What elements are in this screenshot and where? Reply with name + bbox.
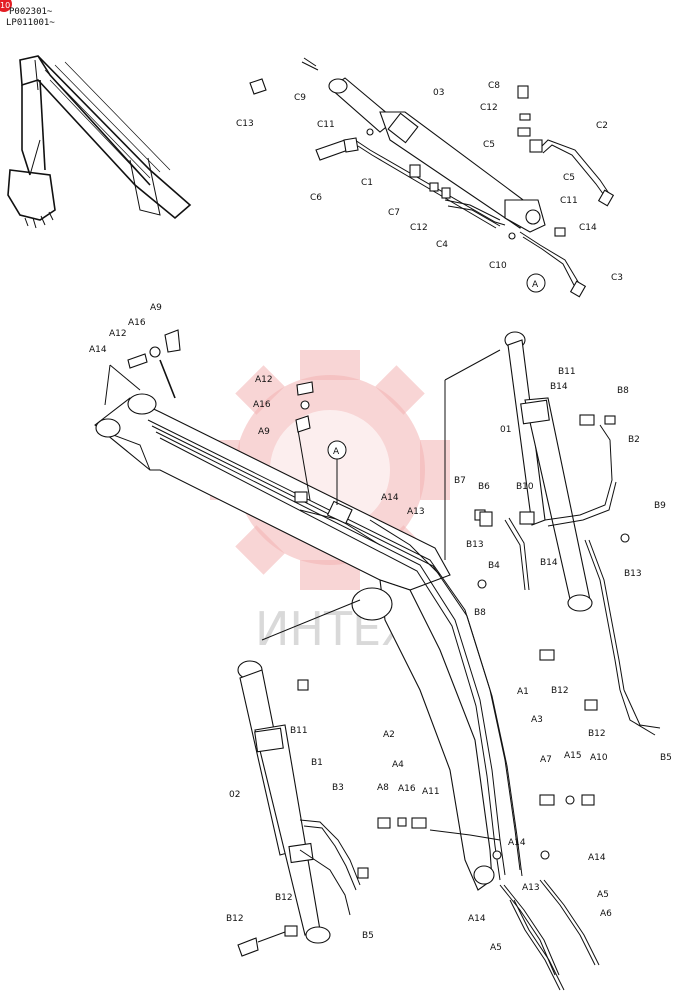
svg-text:A10: A10 [590,753,608,763]
svg-text:A13: A13 [407,507,425,517]
svg-text:01: 01 [500,425,511,435]
svg-text:B10: B10 [516,482,534,492]
svg-text:A12: A12 [109,329,127,339]
svg-text:C13: C13 [236,119,254,129]
part-labels-boom: A9 A16 A12 A14 A12 A16 A9 B11 B14 B8 01 … [89,303,672,953]
svg-text:A11: A11 [422,787,440,797]
svg-text:C7: C7 [388,208,400,218]
svg-text:A7: A7 [540,755,552,765]
svg-text:A8: A8 [377,783,389,793]
excavator-thumbnail [7,55,192,229]
svg-text:A13: A13 [522,883,540,893]
svg-text:C11: C11 [560,196,578,206]
corner-badge: 10 [0,0,12,12]
svg-text:B12: B12 [275,893,293,903]
svg-text:C8: C8 [488,81,500,91]
svg-text:B5: B5 [660,753,672,763]
svg-text:B4: B4 [488,561,500,571]
boom-cylinder-right [444,331,661,736]
svg-text:B14: B14 [540,558,558,568]
svg-text:B11: B11 [290,726,308,736]
svg-text:C14: C14 [579,223,597,233]
svg-text:A14: A14 [588,853,606,863]
svg-text:B7: B7 [454,476,466,486]
svg-text:A15: A15 [564,751,582,761]
svg-text:B5: B5 [362,931,374,941]
svg-text:C5: C5 [563,173,575,183]
svg-text:A5: A5 [597,890,609,900]
svg-text:C6: C6 [310,193,322,203]
svg-text:A5: A5 [490,943,502,953]
svg-text:A14: A14 [381,493,399,503]
svg-text:A14: A14 [89,345,107,355]
bucket-cylinder-assembly: A [249,57,615,298]
svg-text:10: 10 [0,1,10,10]
svg-text:03: 03 [433,88,444,98]
svg-text:C3: C3 [611,273,623,283]
svg-text:C4: C4 [436,240,448,250]
svg-text:B8: B8 [474,608,486,618]
svg-text:A12: A12 [255,375,273,385]
svg-text:A1: A1 [517,687,529,697]
svg-text:B14: B14 [550,382,568,392]
svg-text:C10: C10 [489,261,507,271]
svg-text:B1: B1 [311,758,323,768]
svg-text:A14: A14 [468,914,486,924]
svg-text:A16: A16 [128,318,146,328]
svg-text:A14: A14 [508,838,526,848]
svg-text:A9: A9 [150,303,162,313]
boom-cylinder-left [237,599,369,957]
svg-text:C11: C11 [317,120,335,130]
svg-text:B9: B9 [654,501,666,511]
svg-text:B13: B13 [624,569,642,579]
svg-text:B3: B3 [332,783,344,793]
serial-range-2: LP011001~ [6,18,55,28]
svg-text:A3: A3 [531,715,543,725]
callout-a-top: A [532,280,539,290]
svg-text:C5: C5 [483,140,495,150]
svg-text:B12: B12 [226,914,244,924]
svg-text:C2: C2 [596,121,608,131]
arm-pipes [377,794,600,991]
svg-text:02: 02 [229,790,240,800]
svg-text:B12: B12 [551,686,569,696]
svg-text:A16: A16 [253,400,271,410]
svg-text:A6: A6 [600,909,612,919]
svg-text:B13: B13 [466,540,484,550]
svg-text:B12: B12 [588,729,606,739]
svg-text:C12: C12 [480,103,498,113]
svg-text:A16: A16 [398,784,416,794]
svg-text:B6: B6 [478,482,490,492]
svg-text:B8: B8 [617,386,629,396]
svg-text:A9: A9 [258,427,270,437]
serial-range-1: P002301~ [9,7,53,17]
svg-text:B2: B2 [628,435,640,445]
svg-text:A4: A4 [392,760,404,770]
svg-text:B11: B11 [558,367,576,377]
part-labels-top: C13 C9 03 C8 C12 C5 C2 C11 C5 C11 C6 C1 … [236,81,623,283]
svg-text:A2: A2 [383,730,395,740]
svg-text:C1: C1 [361,178,373,188]
boom-pin-parts [104,329,314,433]
callout-a-boom: A [333,447,340,457]
svg-text:C9: C9 [294,93,306,103]
svg-text:C12: C12 [410,223,428,233]
